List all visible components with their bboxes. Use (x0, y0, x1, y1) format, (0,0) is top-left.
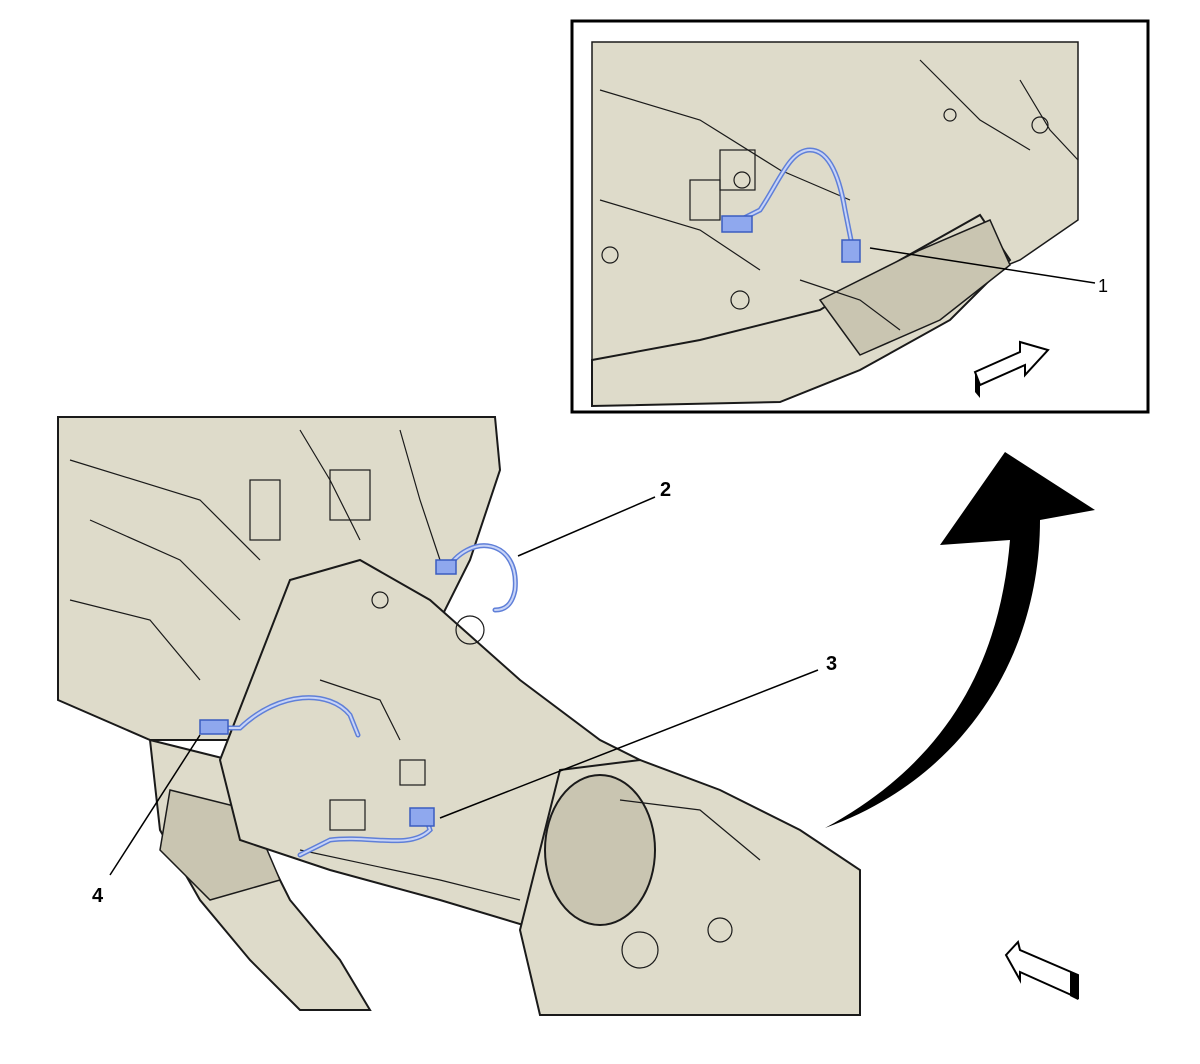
inset-sensor-wiring (721, 147, 861, 263)
callout-4: 4 (92, 885, 104, 907)
curved-arrow-icon (825, 452, 1095, 828)
callout-2: 2 (660, 479, 671, 501)
leader-3 (439, 669, 819, 819)
inset-details (599, 59, 1079, 331)
sensor-1-body (841, 239, 861, 263)
engine-details (69, 429, 761, 969)
callout-3: 3 (826, 653, 837, 675)
sensor-4-connector (199, 719, 229, 735)
leader-1 (869, 247, 1096, 284)
inset-detail-view: 1 (570, 19, 1150, 414)
transfer-case-flange (544, 774, 656, 926)
leader-4 (109, 734, 201, 876)
inset-catalytic-converter (818, 219, 1011, 356)
sensor-wiring (199, 543, 518, 858)
leader-2 (517, 496, 656, 557)
sensor-1-connector (721, 215, 753, 233)
leader-lines (109, 496, 819, 876)
sensor-2-connector (435, 559, 457, 575)
main-view: 2 3 4 (57, 416, 861, 1016)
view-direction-arrow-icon (973, 340, 1050, 398)
callout-1: 1 (1098, 276, 1108, 296)
sensor-3-connector (409, 807, 435, 827)
view-direction-arrow-icon (1004, 939, 1079, 1000)
